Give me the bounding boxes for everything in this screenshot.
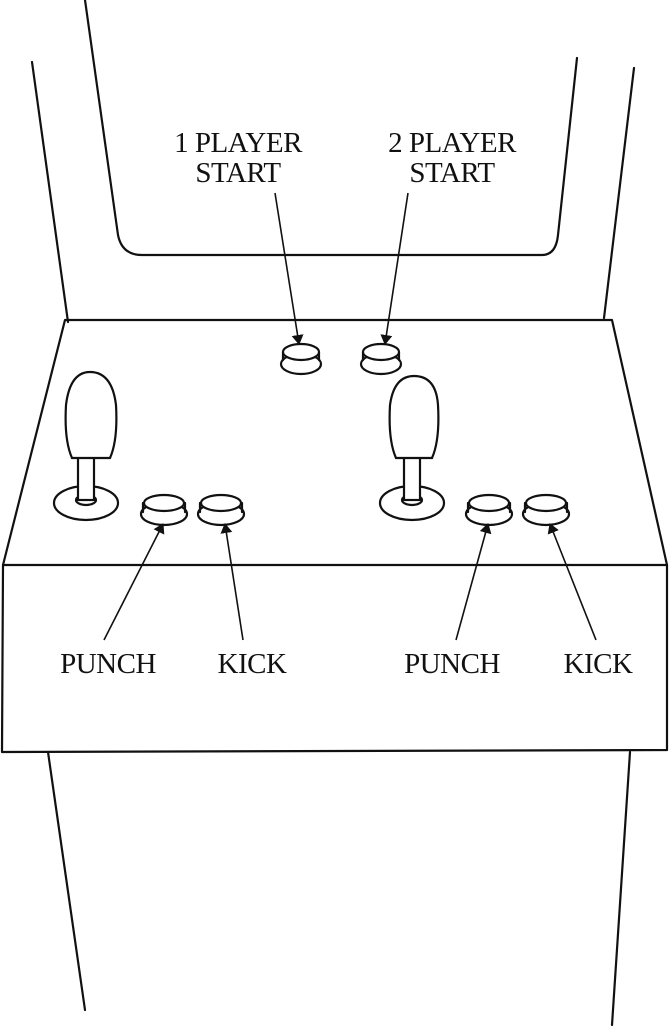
p1-punch-label: PUNCH <box>60 648 156 680</box>
p1-start-button[interactable] <box>279 342 323 376</box>
p2-start-arrow <box>380 192 409 345</box>
p1-punch-button[interactable] <box>139 493 189 527</box>
p1-punch-arrow <box>103 523 165 641</box>
p2-joystick[interactable] <box>378 374 446 522</box>
p2-kick-label: KICK <box>564 648 633 680</box>
control-panel <box>0 318 669 754</box>
leader-arrows <box>103 192 597 641</box>
p1-start-label-line1: 1 PLAYER <box>174 127 303 159</box>
p2-kick-arrow <box>547 523 597 641</box>
p2-punch-label: PUNCH <box>404 648 500 680</box>
p1-kick-button[interactable] <box>196 493 246 527</box>
p2-start-label-line2: START <box>409 157 495 189</box>
p1-joystick[interactable] <box>52 370 120 522</box>
p1-kick-label: KICK <box>218 648 287 680</box>
p1-start-arrow <box>274 192 304 345</box>
p1-kick-arrow <box>220 523 244 641</box>
p1-start-label-line2: START <box>195 157 281 189</box>
p2-kick-button[interactable] <box>521 493 571 527</box>
p2-punch-arrow <box>455 523 492 641</box>
p2-start-button[interactable] <box>359 342 403 376</box>
labels: 1 PLAYER START 2 PLAYER START PUNCH KICK… <box>60 127 633 680</box>
p2-start-label-line1: 2 PLAYER <box>388 127 517 159</box>
cabinet-outline <box>30 0 636 1027</box>
p2-punch-button[interactable] <box>464 493 514 527</box>
